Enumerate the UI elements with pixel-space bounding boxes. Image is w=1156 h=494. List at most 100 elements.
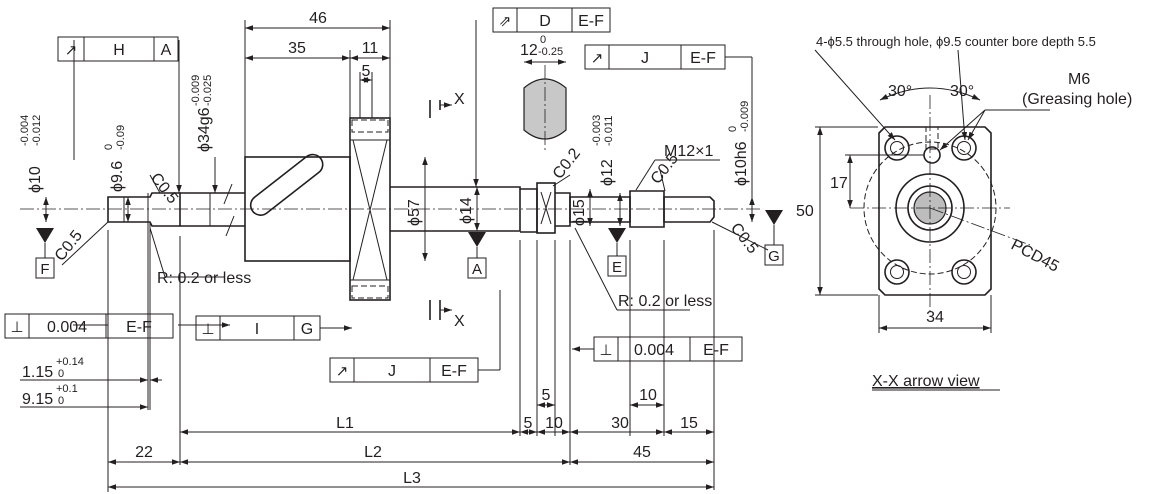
dim-phi34-tol-up: -0.009	[190, 75, 202, 106]
bearing-locknut	[536, 182, 556, 234]
fcf-h-datum: A	[161, 42, 172, 59]
perpendicularity-symbol: ⊥	[599, 342, 612, 359]
fillet-note-right: R: 0.2 or less	[618, 293, 712, 310]
datum-boxes: F A E G	[35, 244, 784, 279]
dim-phi10h6-tol-up: 0	[727, 126, 739, 132]
dim-phi12: ϕ12	[599, 159, 616, 186]
dim-phi9-6-tol-lo: -0.09	[115, 125, 127, 150]
dim-45: 45	[633, 444, 651, 461]
dim-l2: L2	[364, 444, 382, 461]
pcd-label: PCD45	[1008, 237, 1062, 276]
dim-phi9-6: ϕ9.6	[109, 161, 126, 192]
chamfer-c05-a: C0.5	[147, 170, 181, 207]
dim-34: 34	[926, 309, 944, 326]
hole-note: 4-ϕ5.5 through hole, ϕ9.5 counter bore d…	[816, 34, 1096, 49]
dim-phi10: ϕ10	[27, 166, 44, 193]
dim-phi14: ϕ14	[458, 197, 475, 224]
dim-phi57: ϕ57	[406, 199, 423, 226]
datum-a: A	[472, 261, 482, 278]
dim-10-a: 10	[545, 415, 563, 432]
greasing-label: (Greasing hole)	[1022, 91, 1132, 108]
dim-phi12-tol-up: -0.003	[591, 115, 603, 146]
bolt-hole	[951, 135, 977, 161]
section-view-d	[523, 65, 567, 150]
section-markers	[439, 100, 452, 320]
dim-1-15: 1.15	[22, 364, 53, 381]
dim-15: 15	[680, 415, 698, 432]
fcf-j2: ↗ J E-F	[329, 357, 479, 383]
dim-1-15-tol-up: +0.14	[56, 356, 84, 368]
angle-30-left: 30°	[888, 83, 912, 100]
runout-symbol: ↗	[591, 50, 604, 67]
fcf-j2-datum: E-F	[441, 363, 467, 380]
datum-a-triangle	[468, 232, 486, 247]
dim-22: 22	[135, 444, 153, 461]
dim-phi15: ϕ15	[571, 199, 588, 226]
chamfer-c02: C0.2	[550, 145, 584, 182]
dimension-texts: 46 35 11 5 ϕ10 -0.004 -0.012 ϕ9.6 0 -0.0…	[19, 10, 761, 487]
chamfer-c05-b: C0.5	[52, 227, 86, 264]
dim-5-top: 5	[362, 63, 371, 80]
dim-9-15: 9.15	[22, 391, 53, 408]
section-mark-bottom: X	[454, 313, 465, 330]
dim-17: 17	[830, 175, 848, 192]
bolt-hole	[951, 259, 977, 285]
fcf-p1-tolerance: 0.004	[47, 319, 87, 336]
datum-f-triangle	[36, 228, 54, 243]
dim-9-15-tol-lo: 0	[58, 395, 64, 407]
bolt-hole	[884, 259, 910, 285]
flange-outline	[878, 126, 992, 296]
thread-m12: M12×1	[664, 143, 713, 160]
fcf-j1-datum: E-F	[690, 50, 716, 67]
fcf-p2-tolerance: 0.004	[634, 342, 674, 359]
fcf-j1-tolerance: J	[641, 50, 649, 67]
dim-phi34-tol-lo: -0.025	[202, 75, 214, 106]
fcf-j2-tolerance: J	[388, 363, 396, 380]
m6-label: M6	[1068, 71, 1090, 88]
fcf-d-tolerance: D	[539, 13, 551, 30]
fcf-j1: ↗ J E-F	[584, 44, 726, 70]
dim-l1: L1	[336, 415, 354, 432]
view-caption: X-X arrow view	[872, 373, 980, 390]
fcf-i-tolerance: I	[255, 321, 259, 338]
dim-30: 30	[611, 415, 629, 432]
dim-phi10h6-tol-lo: -0.009	[739, 101, 751, 132]
total-runout-symbol: ⇗	[499, 13, 512, 30]
fcf-p1: ⊥ 0.004 E-F	[4, 313, 174, 339]
fcf-p1-datum: E-F	[126, 319, 152, 336]
perpendicularity-symbol: ⊥	[10, 319, 23, 336]
dim-12-tol-lo: -0.25	[538, 46, 563, 58]
dim-10-b: 10	[639, 387, 657, 404]
datum-g-triangle	[765, 210, 783, 225]
datum-g: G	[768, 248, 780, 265]
datum-triangles	[36, 210, 783, 258]
m12-thread	[629, 190, 665, 228]
chamfer-c05-d: C0.5	[727, 220, 761, 257]
dim-46: 46	[309, 10, 327, 27]
fcf-i: ⊥ I G	[195, 315, 321, 341]
leaders	[61, 20, 769, 371]
datum-e-triangle	[608, 228, 626, 243]
dim-phi10-tol-up: -0.004	[19, 115, 31, 146]
dim-phi9-6-tol-up: 0	[103, 144, 115, 150]
return-tube	[249, 153, 324, 216]
screw-thread-left	[180, 192, 245, 227]
datum-e: E	[612, 259, 622, 276]
runout-symbol: ↗	[336, 363, 349, 380]
fcf-d: ⇗ D E-F	[492, 7, 611, 33]
section-mark-top: X	[454, 91, 465, 108]
angle-30-right: 30°	[950, 83, 974, 100]
dim-9-15-tol-up: +0.1	[56, 383, 78, 395]
dim-phi12-tol-lo: -0.011	[603, 116, 615, 146]
dim-12: 12	[520, 42, 538, 59]
dim-5-b: 5	[542, 387, 551, 404]
runout-symbol: ↗	[65, 42, 78, 59]
dim-12-tol-up: 0	[540, 34, 546, 46]
bolt-hole	[884, 135, 910, 161]
perpendicularity-symbol: ⊥	[201, 321, 214, 338]
fcf-h-tolerance: H	[113, 42, 125, 59]
dim-phi10-tol-lo: -0.012	[31, 115, 43, 146]
dim-1-15-tol-lo: 0	[58, 368, 64, 380]
dimension-lines	[20, 20, 755, 492]
